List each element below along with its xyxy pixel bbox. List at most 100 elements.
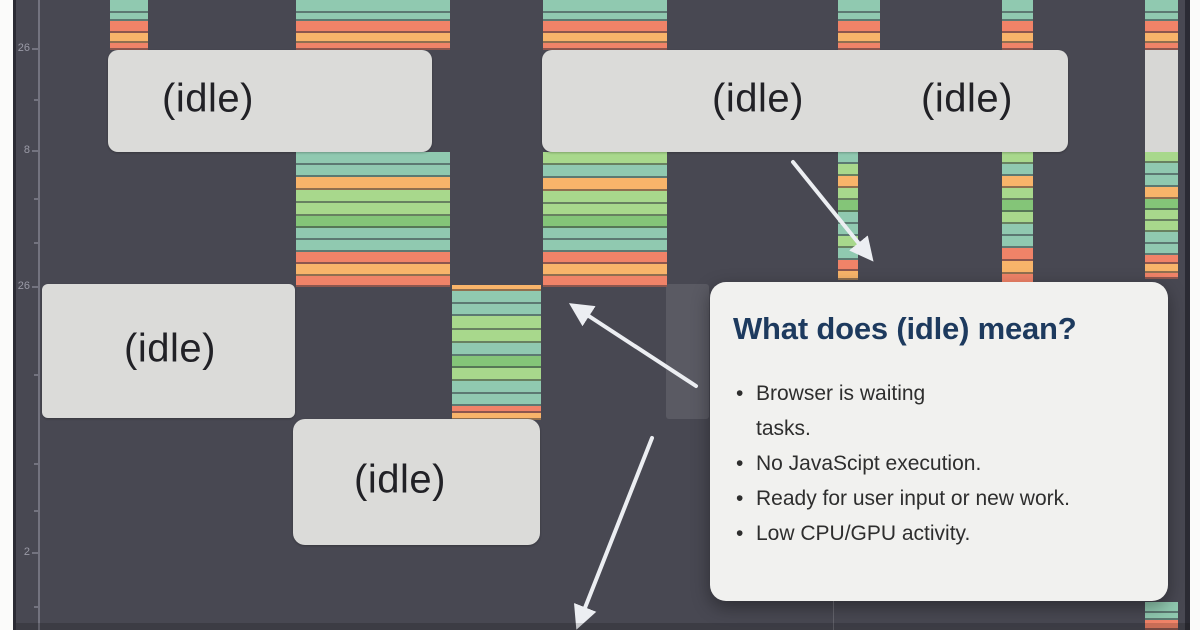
task-stripe[interactable]: [1002, 164, 1033, 176]
task-stripe[interactable]: [543, 191, 667, 204]
task-stripe[interactable]: [296, 276, 450, 287]
task-stripe[interactable]: [838, 224, 858, 236]
task-stripe[interactable]: [1002, 21, 1033, 33]
task-stripe[interactable]: [1145, 210, 1178, 221]
task-stripe[interactable]: [452, 285, 541, 291]
task-stripe[interactable]: [838, 248, 858, 260]
idle-block[interactable]: (idle)(idle): [542, 50, 1068, 152]
task-stripe[interactable]: [1002, 261, 1033, 274]
task-stripe[interactable]: [296, 228, 450, 240]
task-stripe[interactable]: [296, 203, 450, 216]
task-stripe[interactable]: [543, 0, 667, 13]
task-stripe[interactable]: [1002, 212, 1033, 224]
task-stripe[interactable]: [110, 13, 148, 21]
task-stripe[interactable]: [1145, 21, 1178, 33]
idle-segment[interactable]: [1145, 50, 1178, 152]
task-stripe[interactable]: [1002, 200, 1033, 212]
task-stripe[interactable]: [1002, 0, 1033, 13]
task-stripe[interactable]: [110, 21, 148, 33]
task-stripe[interactable]: [452, 316, 541, 330]
task-stripe[interactable]: [1145, 13, 1178, 21]
task-stripe[interactable]: [838, 0, 880, 13]
task-stripe[interactable]: [452, 343, 541, 356]
task-stripe[interactable]: [1002, 13, 1033, 21]
task-stripe[interactable]: [1145, 152, 1178, 163]
task-stripe[interactable]: [1002, 274, 1033, 285]
task-stripe[interactable]: [838, 260, 858, 271]
task-stripe[interactable]: [110, 33, 148, 43]
task-stripe[interactable]: [1002, 188, 1033, 200]
task-stripe[interactable]: [296, 177, 450, 190]
task-stripe[interactable]: [110, 0, 148, 13]
task-stripe[interactable]: [296, 0, 450, 13]
task-stripe[interactable]: [543, 264, 667, 276]
task-stripe[interactable]: [1145, 33, 1178, 43]
task-stripe[interactable]: [838, 212, 858, 224]
task-stripe[interactable]: [838, 152, 858, 164]
task-stripe[interactable]: [838, 21, 880, 33]
task-stripe[interactable]: [1145, 255, 1178, 264]
task-stripe[interactable]: [543, 216, 667, 228]
task-stripe[interactable]: [1002, 152, 1033, 164]
selected-range-highlight[interactable]: [666, 284, 709, 419]
task-stripe[interactable]: [452, 304, 541, 316]
task-stripe[interactable]: [543, 252, 667, 264]
task-stripe[interactable]: [543, 228, 667, 240]
task-stripe[interactable]: [452, 381, 541, 394]
task-stripe[interactable]: [1145, 602, 1178, 613]
task-stripe[interactable]: [1145, 613, 1178, 620]
task-stripe[interactable]: [1002, 248, 1033, 261]
task-stripe[interactable]: [296, 216, 450, 228]
task-stripe[interactable]: [296, 152, 450, 165]
task-stripe[interactable]: [543, 165, 667, 178]
task-stripe[interactable]: [296, 33, 450, 43]
task-stripe[interactable]: [296, 165, 450, 177]
idle-block[interactable]: (idle): [108, 50, 432, 152]
task-stripe[interactable]: [1145, 221, 1178, 232]
task-stripe[interactable]: [1145, 163, 1178, 175]
task-stripe[interactable]: [1002, 33, 1033, 43]
task-stripe[interactable]: [838, 13, 880, 21]
task-stripe[interactable]: [110, 43, 148, 50]
task-stripe[interactable]: [543, 178, 667, 191]
task-stripe[interactable]: [1002, 224, 1033, 236]
task-stripe[interactable]: [1002, 43, 1033, 50]
task-stripe[interactable]: [1145, 273, 1178, 279]
task-stripe[interactable]: [1145, 0, 1178, 13]
task-stripe[interactable]: [543, 204, 667, 216]
task-stripe[interactable]: [543, 240, 667, 252]
task-stripe[interactable]: [1145, 187, 1178, 199]
task-stripe[interactable]: [296, 252, 450, 264]
task-stripe[interactable]: [838, 200, 858, 212]
task-stripe[interactable]: [296, 13, 450, 21]
task-stripe[interactable]: [452, 406, 541, 413]
task-stripe[interactable]: [543, 276, 667, 287]
task-stripe[interactable]: [543, 152, 667, 165]
task-stripe[interactable]: [838, 271, 858, 280]
task-stripe[interactable]: [296, 21, 450, 33]
task-stripe[interactable]: [452, 291, 541, 304]
task-stripe[interactable]: [838, 176, 858, 188]
task-stripe[interactable]: [1145, 199, 1178, 210]
task-stripe[interactable]: [543, 21, 667, 33]
task-stripe[interactable]: [1145, 43, 1178, 50]
task-stripe[interactable]: [1145, 175, 1178, 187]
task-stripe[interactable]: [452, 413, 541, 420]
task-stripe[interactable]: [838, 188, 858, 200]
task-stripe[interactable]: [1002, 176, 1033, 188]
task-stripe[interactable]: [838, 43, 880, 50]
task-stripe[interactable]: [838, 33, 880, 43]
task-stripe[interactable]: [296, 43, 450, 50]
task-stripe[interactable]: [543, 33, 667, 43]
task-stripe[interactable]: [1002, 236, 1033, 248]
task-stripe[interactable]: [1145, 244, 1178, 255]
task-stripe[interactable]: [296, 264, 450, 276]
idle-block[interactable]: (idle): [293, 419, 540, 545]
task-stripe[interactable]: [296, 190, 450, 203]
task-stripe[interactable]: [838, 236, 858, 248]
task-stripe[interactable]: [452, 394, 541, 406]
task-stripe[interactable]: [838, 164, 858, 176]
task-stripe[interactable]: [1145, 232, 1178, 244]
task-stripe[interactable]: [543, 13, 667, 21]
task-stripe[interactable]: [543, 43, 667, 50]
